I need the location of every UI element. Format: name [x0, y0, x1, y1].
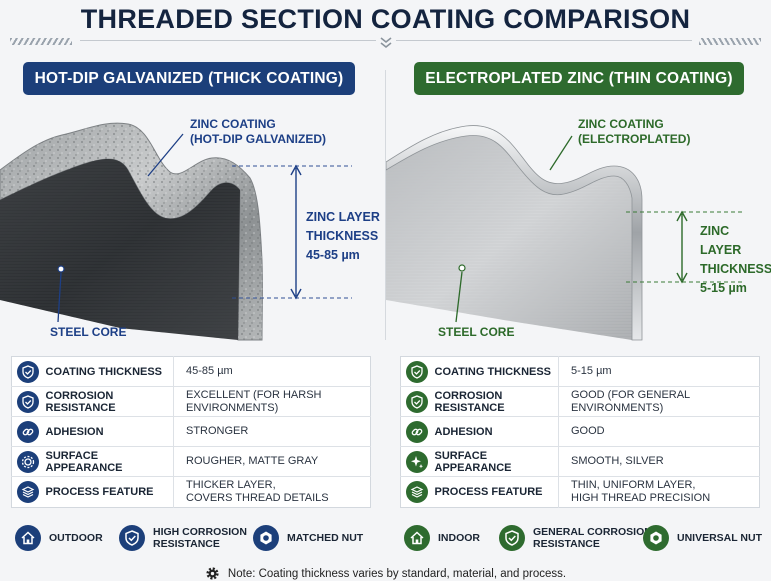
table-row: SURFACE APPEARANCE SMOOTH, SILVER [400, 446, 760, 477]
electroplated-thickness-label: ZINC LAYER THICKNESS 5-15 µm [700, 224, 771, 295]
hot-dip-header: HOT-DIP GALVANIZED (THICK COATING) [23, 62, 355, 95]
gear-icon [206, 567, 219, 580]
footnote: Note: Coating thickness varies by standa… [0, 566, 771, 581]
sparkle-icon [405, 450, 428, 473]
electroplated-steel-core-label: STEEL CORE [438, 325, 515, 339]
title-decoration-left [10, 38, 72, 45]
electroplated-illustration [386, 125, 744, 341]
table-row: ADHESION GOOD [400, 416, 760, 447]
electroplated-coating-label: ZINC COATING (ELECTROPLATED) [578, 117, 691, 146]
hot-dip-thickness-label: ZINC LAYER THICKNESS 45-85 µm [306, 210, 380, 262]
table-row: COATING THICKNESS 5-15 µm [400, 356, 760, 387]
electroplated-spec-table: COATING THICKNESS 5-15 µm CORROSION RESI… [400, 356, 760, 508]
gear-icon [16, 450, 39, 473]
shield-icon [405, 390, 428, 413]
feature-universal-nut: UNIVERSAL NUT [643, 525, 762, 551]
feature-outdoor: OUTDOOR [15, 525, 103, 551]
electroplated-header: ELECTROPLATED ZINC (THIN COATING) [414, 62, 744, 95]
shield-check-icon [405, 360, 428, 383]
nut-icon [253, 525, 279, 551]
hot-dip-coating-label: ZINC COATING (HOT-DIP GALVANIZED) [190, 117, 326, 146]
column-divider [385, 70, 386, 340]
table-row: CORROSION RESISTANCE EXCELLENT (FOR HARS… [11, 386, 371, 417]
table-row: COATING THICKNESS 45-85 µm [11, 356, 371, 387]
shield-icon [499, 525, 525, 551]
title-decoration-right [699, 38, 761, 45]
table-row: PROCESS FEATURE THICKER LAYER,COVERS THR… [12, 476, 371, 508]
feature-indoor: INDOOR [404, 525, 480, 551]
hot-dip-steel-core-label: STEEL CORE [50, 325, 127, 339]
layers-icon [405, 481, 428, 503]
link-icon [405, 420, 428, 443]
page-title: THREADED SECTION COATING COMPARISON [80, 4, 691, 34]
chevron-down-icon [380, 37, 392, 49]
link-icon [16, 420, 39, 443]
table-row: SURFACE APPEARANCE ROUGHER, MATTE GRAY [11, 446, 371, 477]
shield-check-icon [16, 360, 39, 383]
feature-matched-nut: MATCHED NUT [253, 525, 363, 551]
shield-icon [16, 390, 39, 413]
thin-zinc-coating [386, 125, 643, 341]
table-row: CORROSION RESISTANCE GOOD (FOR GENERAL E… [400, 386, 760, 417]
title-rule-left [80, 40, 376, 41]
hot-dip-spec-table: COATING THICKNESS 45-85 µm CORROSION RES… [11, 356, 371, 508]
shield-icon [119, 525, 145, 551]
hot-dip-illustration [0, 122, 352, 341]
table-row: PROCESS FEATURE THIN, UNIFORM LAYER,HIGH… [401, 476, 760, 508]
house-icon [15, 525, 41, 551]
layers-icon [16, 481, 39, 503]
table-row: ADHESION STRONGER [11, 416, 371, 447]
nut-icon [643, 525, 669, 551]
title-rule-right [396, 40, 692, 41]
house-icon [404, 525, 430, 551]
